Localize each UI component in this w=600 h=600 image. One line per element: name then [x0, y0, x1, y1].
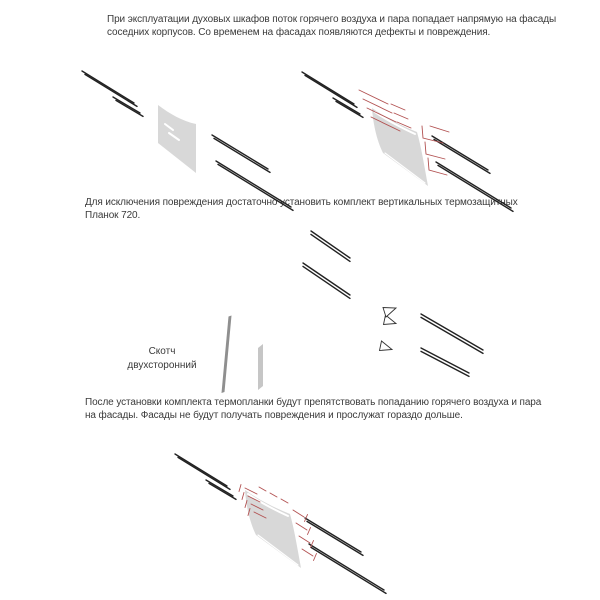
- steam-arrows: [358, 89, 450, 176]
- solution-paragraph: Для исключения повреждения достаточно ус…: [85, 197, 518, 221]
- tape-label: Скотч двухсторонний: [127, 346, 197, 371]
- intro-paragraph: При эксплуатации духовых шкафов поток го…: [107, 14, 557, 38]
- figure-stove-closed: [76, 21, 349, 235]
- figure-cabinet-corner-with-strip: [221, 315, 263, 393]
- figure-stove-protected: [169, 404, 442, 600]
- blocked-arrows: [238, 484, 317, 561]
- result-paragraph: После установки комплекта термопланки бу…: [85, 397, 542, 421]
- figure-strip-installation: [302, 230, 484, 378]
- install-arrows: [378, 307, 398, 351]
- figure-stove-open-steam: [296, 22, 569, 236]
